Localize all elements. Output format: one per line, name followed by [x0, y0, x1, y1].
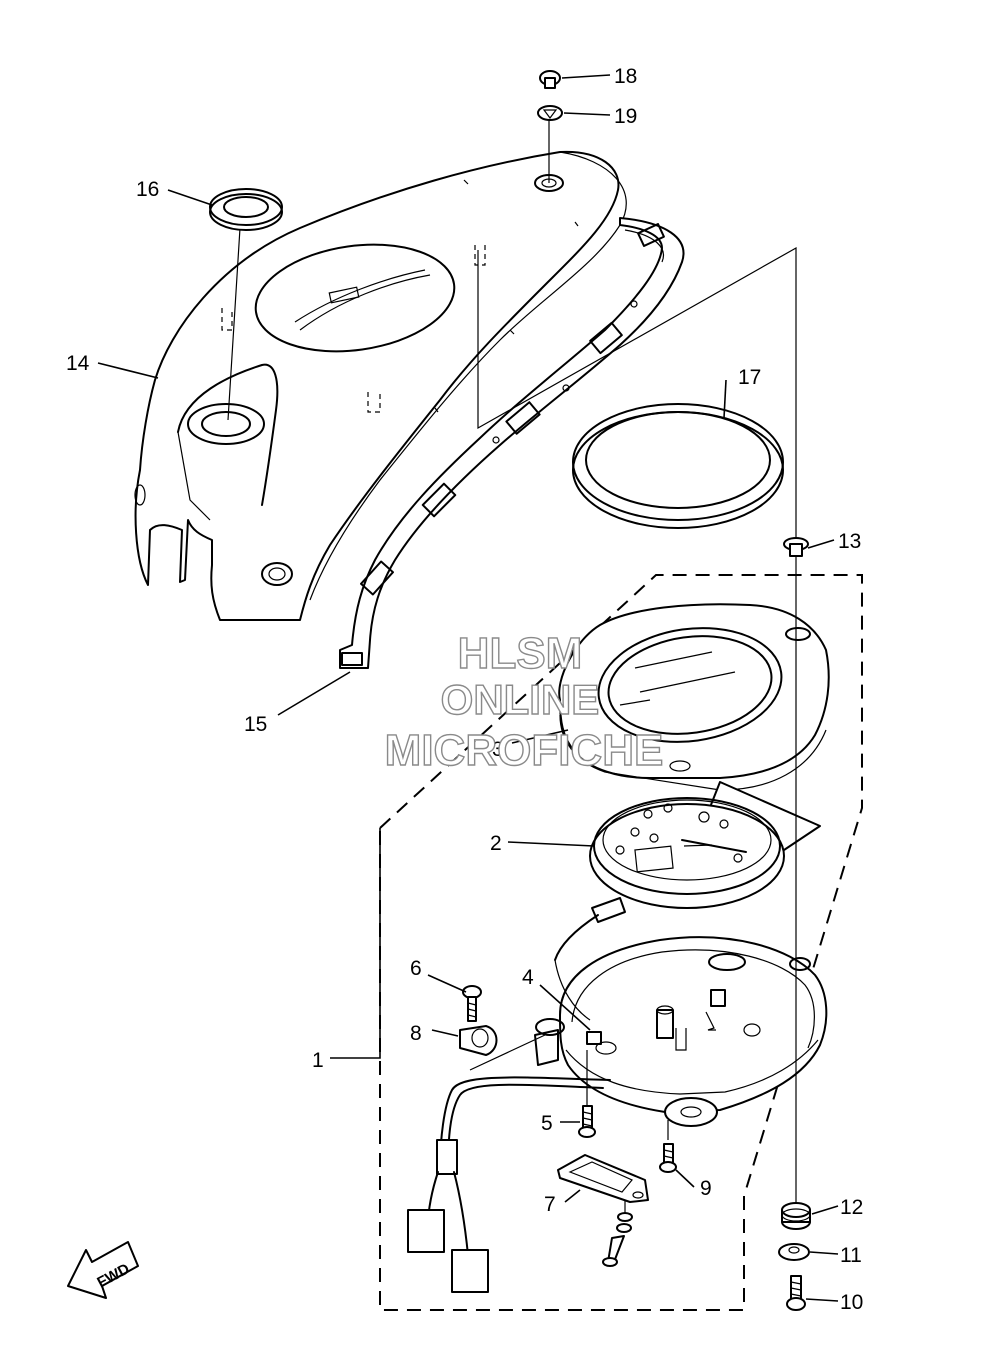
meter-unit-part-2 [554, 781, 821, 961]
screw-part-6 [462, 985, 482, 1022]
callout-15: 15 [244, 713, 267, 736]
watermark-line-1: HLSM [458, 629, 583, 678]
callout-11: 11 [840, 1244, 862, 1267]
screw-part-9 [659, 1120, 677, 1173]
lower-case-part-4 [534, 936, 828, 1127]
grommet-part-12 [781, 1202, 811, 1230]
callout-19: 19 [614, 105, 637, 128]
clamp-part-8 [459, 1025, 498, 1056]
gasket-ring-part-17 [572, 403, 784, 529]
callout-14: 14 [66, 352, 90, 375]
callout-3: 3 [492, 738, 504, 761]
callout-6: 6 [410, 957, 422, 980]
bolt-part-10 [786, 1275, 806, 1311]
meter-case-part-3 [558, 603, 830, 791]
watermark-line-3: MICROFICHE [385, 726, 664, 775]
callout-leaders [97, 74, 839, 1302]
callout-17: 17 [738, 366, 761, 389]
watermark: HLSM ONLINE MICROFICHE [384, 628, 664, 775]
washer-part-11 [778, 1243, 810, 1261]
trim-rim-part-15 [339, 217, 685, 669]
grommet-part-16 [209, 188, 283, 231]
callout-4: 4 [522, 966, 534, 989]
bracket-part-7 [557, 1154, 649, 1203]
callout-1: 1 [312, 1049, 324, 1072]
callout-8: 8 [410, 1022, 422, 1045]
wire-harness [407, 1076, 611, 1293]
fwd-arrow-icon: FWD [67, 1241, 139, 1299]
callout-7: 7 [544, 1193, 556, 1216]
screw-part-5 [578, 1050, 596, 1138]
screw-part-18 [539, 70, 561, 89]
callout-labels: 18 19 16 14 17 13 15 3 2 4 6 8 1 5 7 9 1… [66, 65, 863, 1314]
watermark-line-2: ONLINE [441, 676, 600, 723]
assembly-leader-lines-top [227, 112, 797, 560]
callout-10: 10 [840, 1291, 863, 1314]
callout-2: 2 [490, 832, 502, 855]
callout-9: 9 [700, 1177, 712, 1200]
nut-part-13 [783, 537, 809, 557]
callout-18: 18 [614, 65, 637, 88]
callout-12: 12 [840, 1196, 863, 1219]
upper-cover-part-14 [134, 150, 627, 621]
bracket-hardware [602, 1200, 633, 1267]
callout-13: 13 [838, 530, 861, 553]
callout-16: 16 [136, 178, 159, 201]
callout-5: 5 [541, 1112, 553, 1135]
nut-part-19 [537, 105, 563, 121]
clamp-leader [469, 1034, 546, 1071]
